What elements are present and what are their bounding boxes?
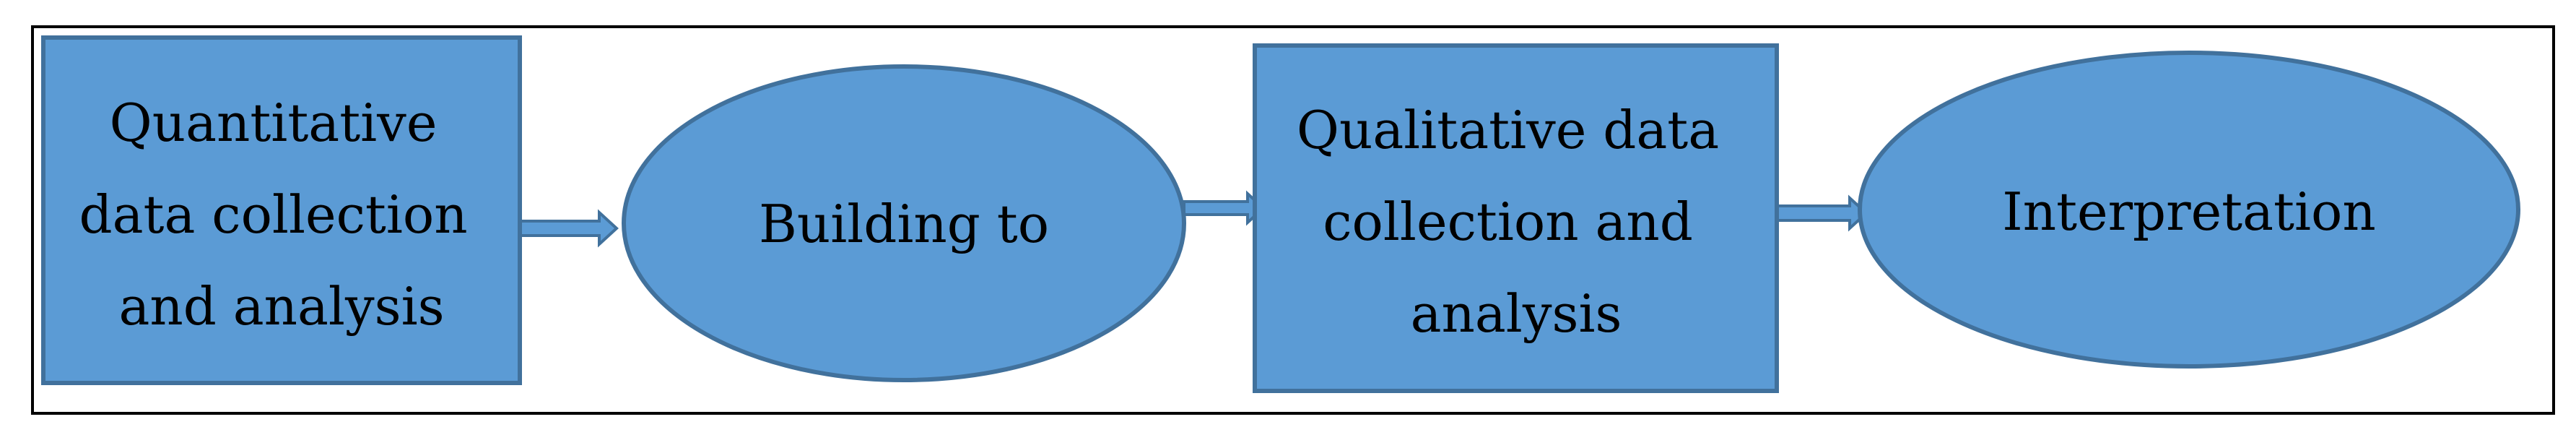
arrow-building-to-qualitative <box>1183 190 1266 226</box>
node-label-line: collection and <box>1323 191 1693 252</box>
node-building-to: Building to <box>622 64 1186 382</box>
node-label-line: Building to <box>759 194 1049 254</box>
arrow-qualitative-to-interpretation <box>1775 194 1868 232</box>
node-label: Qualitative data collection and analysis <box>1297 100 1736 344</box>
node-quantitative-data-collection: Quantitative data collection and analysi… <box>41 35 522 385</box>
node-label: Interpretation <box>2002 181 2375 242</box>
node-ellipse <box>1858 51 2520 369</box>
node-rectangle <box>41 35 522 385</box>
node-label-line: Interpretation <box>2002 181 2375 242</box>
arrow-quantitative-to-building <box>518 209 619 248</box>
node-interpretation: Interpretation <box>1858 51 2520 369</box>
node-label-line: analysis <box>1411 283 1622 344</box>
node-ellipse <box>622 64 1186 382</box>
node-label: Quantitative data collection and analysi… <box>79 92 484 337</box>
node-label: Building to <box>759 194 1049 254</box>
node-label-line: and analysis <box>118 276 444 337</box>
node-rectangle <box>1253 43 1779 393</box>
diagram-frame <box>31 25 2555 415</box>
node-qualitative-data-collection: Qualitative data collection and analysis <box>1253 43 1779 393</box>
node-label-line: Quantitative <box>110 92 438 153</box>
node-label-line: data collection <box>79 184 468 245</box>
node-label-line: Qualitative data <box>1297 100 1719 160</box>
